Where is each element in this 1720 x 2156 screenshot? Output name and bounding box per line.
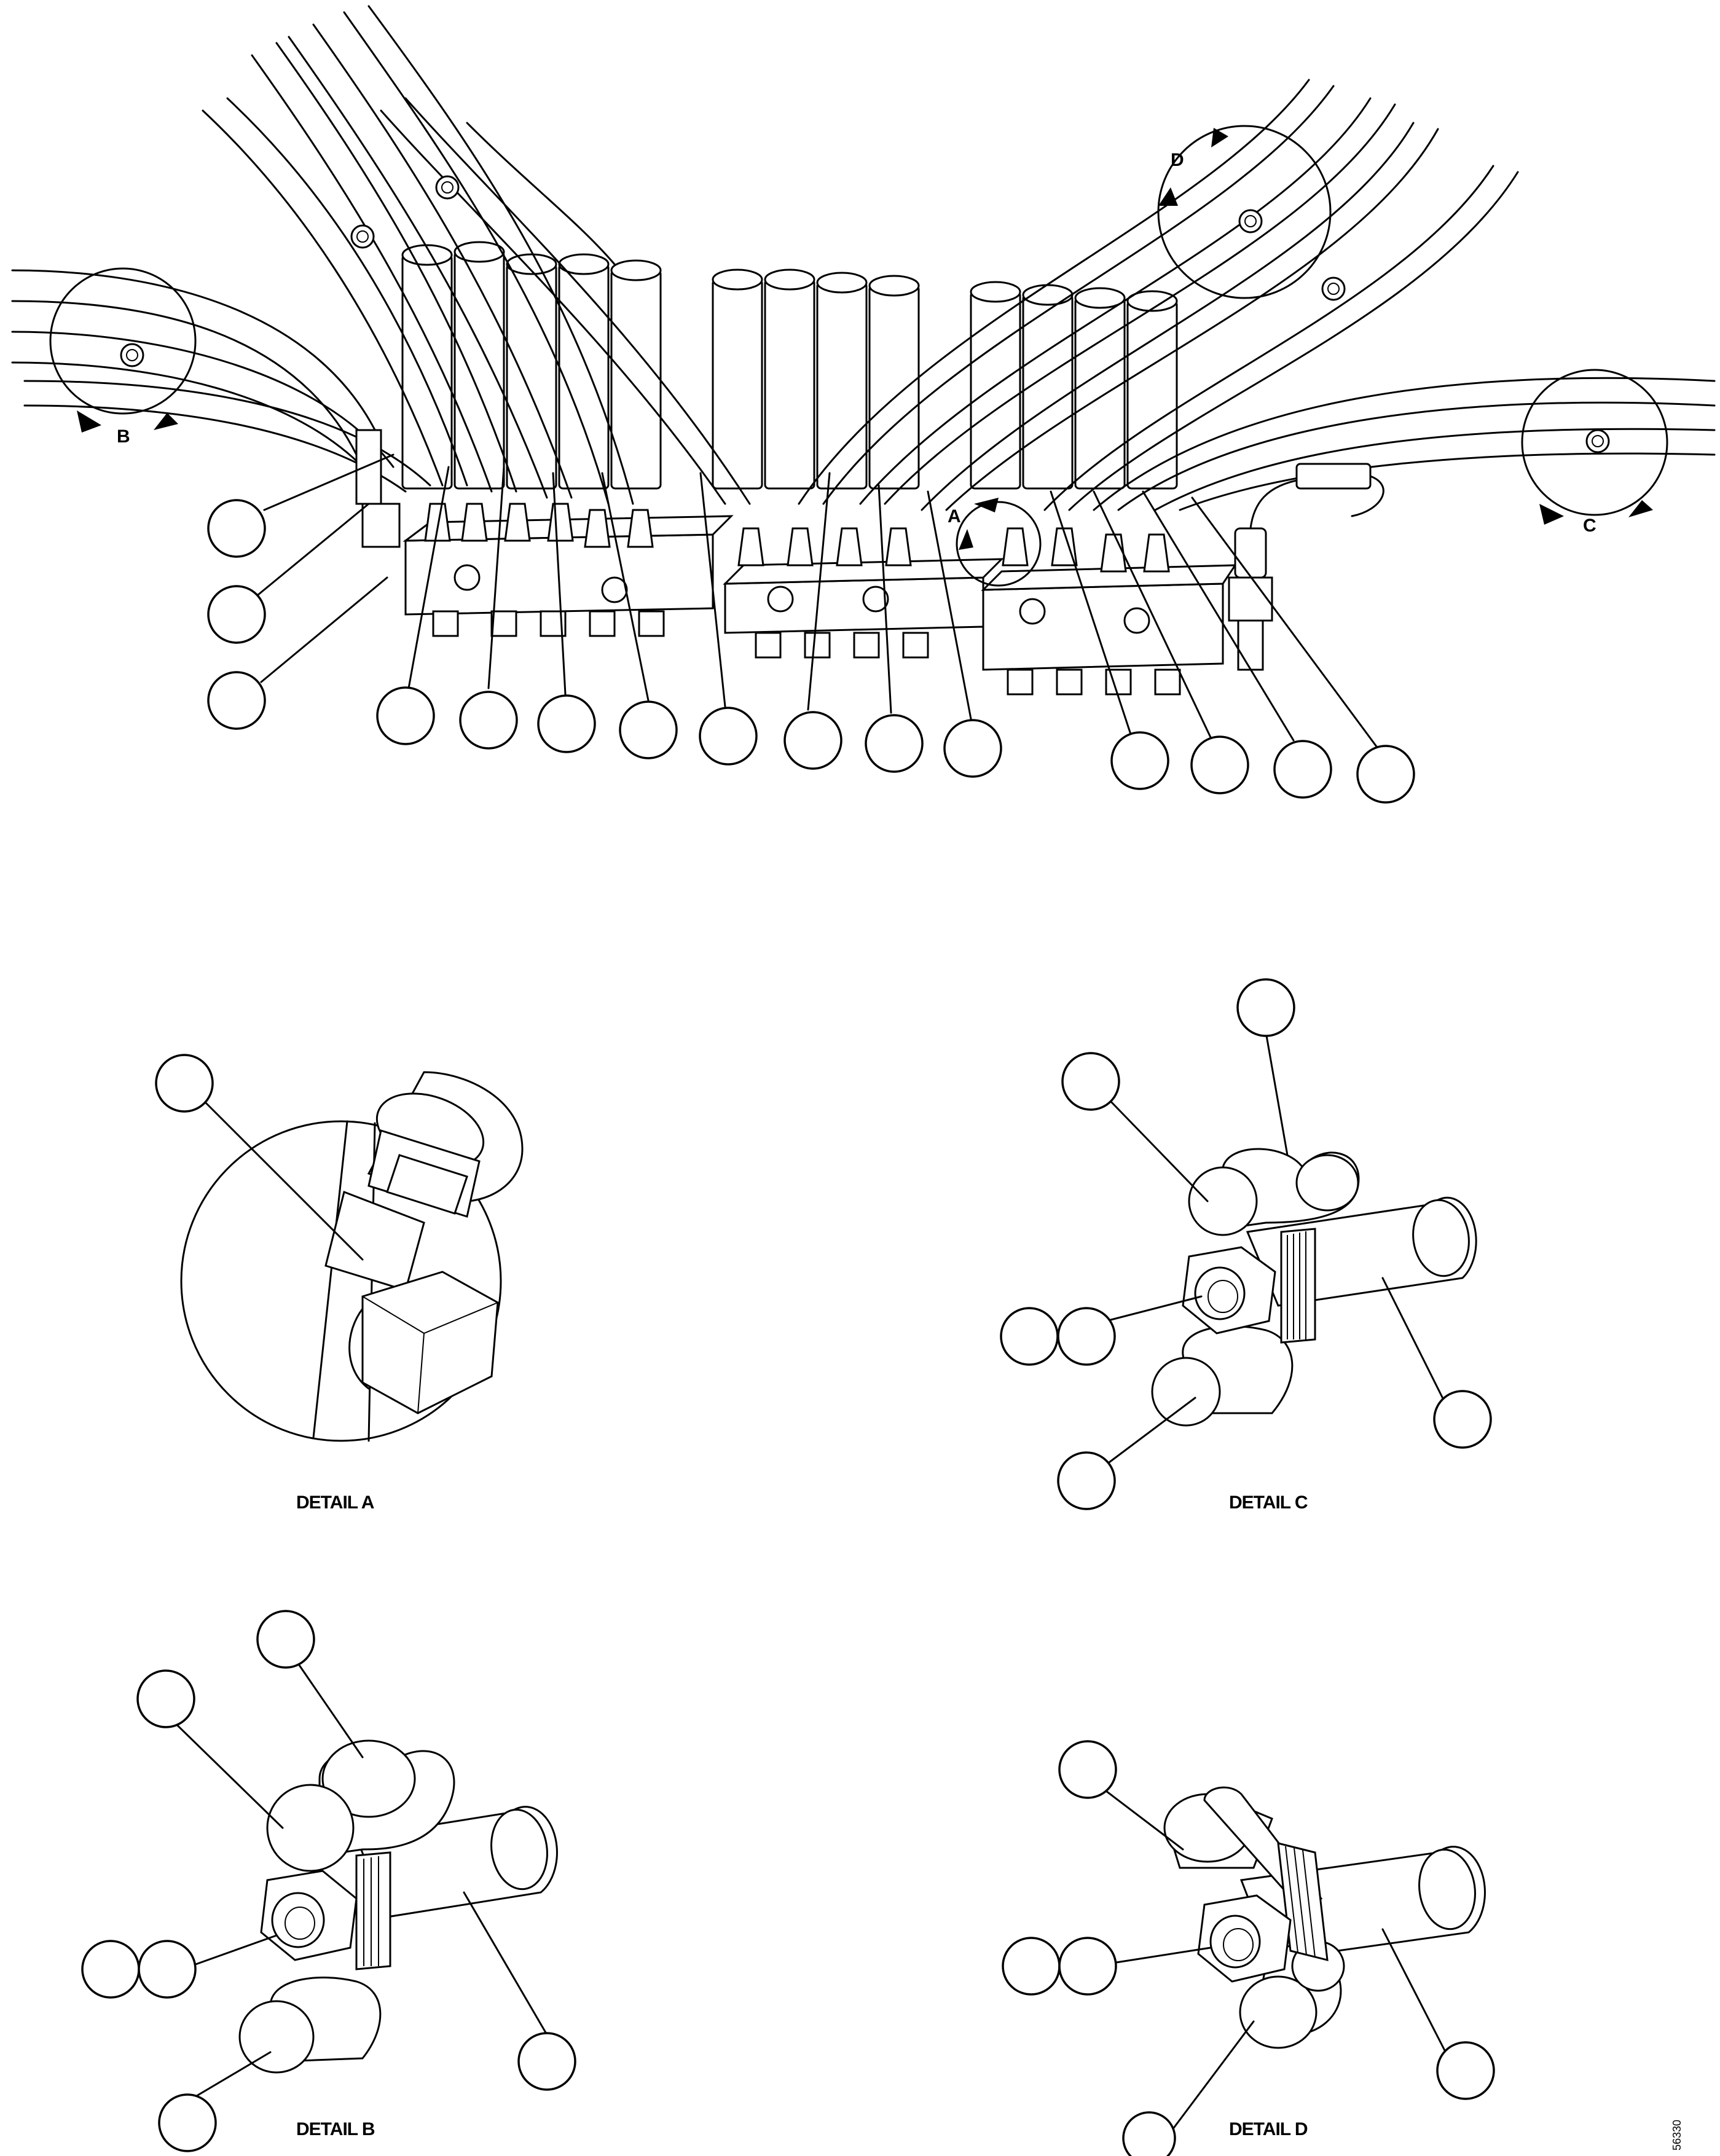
detail-b: DETAIL B [81,1610,576,2152]
callout-balloon [537,694,596,753]
callout-balloon [1433,1390,1492,1449]
main-assembly-view: B C D A [11,5,1716,804]
hydraulic-hoses [11,5,1716,511]
view-indicator-a [956,498,1042,587]
callout-balloon [619,700,678,759]
view-letter-b: B [117,426,130,447]
callout-balloon [256,1610,315,1669]
main-leader-lines [257,453,1378,748]
callout-balloon [155,1054,214,1113]
callout-balloon [136,1669,195,1728]
view-letter-a: A [948,506,961,527]
main-callouts [207,499,1415,804]
detail-a-title: DETAIL A [296,1492,374,1513]
callout-balloon [943,719,1002,778]
callout-balloon [1356,745,1415,804]
figure-number: 56330 [1671,2120,1683,2150]
callout-balloon [1057,1451,1116,1510]
callout-balloon [1000,1307,1059,1366]
detail-d-title: DETAIL D [1229,2119,1308,2139]
callout-balloon [207,671,266,730]
callout-balloon [376,686,435,745]
callout-balloon [1057,1307,1116,1366]
view-indicator-d [1157,125,1332,299]
callout-balloon [517,2032,576,2091]
detail-b-title: DETAIL B [296,2119,375,2139]
detail-c-title: DETAIL C [1229,1492,1308,1513]
detail-d: DETAIL D [1002,1740,1495,2156]
pressure-switch [1228,463,1384,671]
callout-balloon [1236,978,1295,1037]
detail-c: DETAIL C [1000,978,1492,1513]
callout-balloon [1058,1937,1117,1996]
view-indicator-b [49,267,197,433]
callout-balloon [158,2093,217,2152]
callout-balloon [1190,735,1249,794]
callout-balloon [1273,740,1332,799]
view-indicator-c [1521,369,1668,525]
hose-clamps [120,175,1610,453]
callout-balloon [207,499,266,558]
callout-balloon [783,711,842,770]
callout-balloon [1061,1052,1120,1111]
callout-balloon [81,1940,140,1999]
callout-balloon [699,707,758,766]
view-letter-c: C [1583,515,1596,536]
callout-balloon [1110,731,1169,790]
view-letter-d: D [1171,150,1184,170]
callout-balloon [1122,2111,1176,2156]
callout-balloon [138,1940,197,1999]
callout-balloon [207,585,266,644]
callout-balloon [865,714,924,773]
callout-balloon [1058,1740,1117,1799]
callout-balloon [459,691,518,750]
detail-a: DETAIL A [155,1054,524,1513]
callout-balloon [1436,2041,1495,2100]
callout-balloon [1002,1937,1061,1996]
